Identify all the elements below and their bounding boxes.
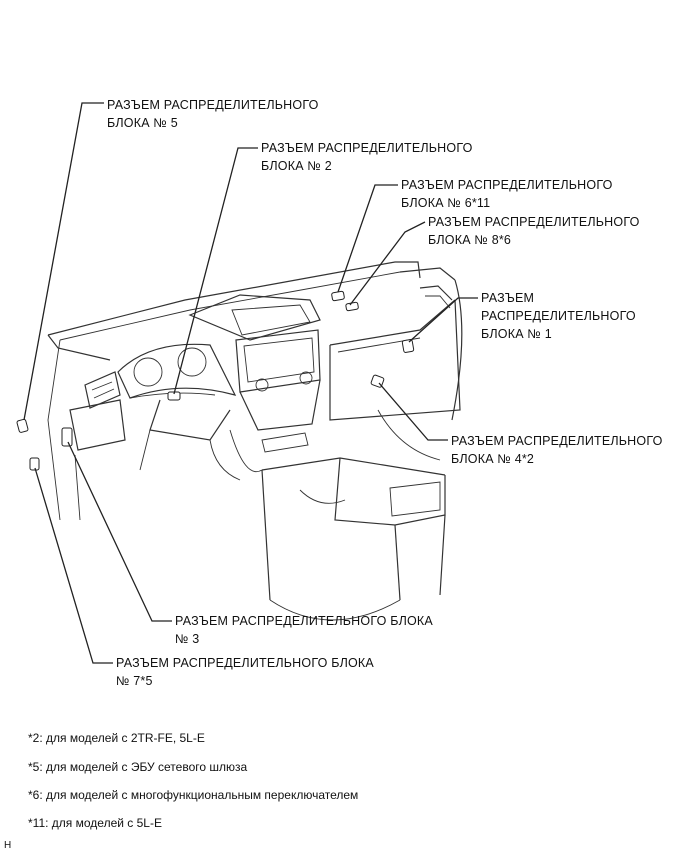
label-connector-2: РАЗЪЕМ РАСПРЕДЕЛИТЕЛЬНОГО БЛОКА № 2 <box>261 141 473 173</box>
leader-line-8 <box>349 221 426 306</box>
connector-7-marker <box>29 457 40 471</box>
label-connector-5: РАЗЪЕМ РАСПРЕДЕЛИТЕЛЬНОГО БЛОКА № 5 <box>107 98 319 130</box>
leader-line-1 <box>408 297 478 343</box>
figure-id: H <box>4 840 12 851</box>
label-connector-8: РАЗЪЕМ РАСПРЕДЕЛИТЕЛЬНОГО БЛОКА № 8*6 <box>428 215 640 247</box>
label-connector-4: РАЗЪЕМ РАСПРЕДЕЛИТЕЛЬНОГО БЛОКА № 4*2 <box>451 434 663 466</box>
leader-line-4 <box>378 382 448 441</box>
label-connector-3: РАЗЪЕМ РАСПРЕДЕЛИТЕЛЬНОГО БЛОКА № 3 <box>175 614 433 646</box>
connector-5-marker <box>16 418 29 433</box>
connector-3-marker <box>61 427 73 447</box>
leader-line-7 <box>34 467 113 664</box>
footnote-2: *2: для моделей с 2TR-FE, 5L-E <box>28 731 205 745</box>
leader-line-2 <box>173 147 258 395</box>
dashboard-drawing <box>47 261 463 621</box>
connector-4-marker <box>370 374 385 388</box>
label-connector-7: РАЗЪЕМ РАСПРЕДЕЛИТЕЛЬНОГО БЛОКА № 7*5 <box>116 656 374 688</box>
leader-line-6 <box>337 184 398 293</box>
leader-line-5 <box>23 102 104 421</box>
footnote-11: *11: для моделей с 5L-E <box>28 816 162 830</box>
connector-8-marker <box>345 301 359 312</box>
connector-markers <box>16 290 415 471</box>
leader-line-3 <box>67 441 172 622</box>
connector-6-marker <box>331 290 345 302</box>
footnote-5: *5: для моделей с ЭБУ сетевого шлюза <box>28 760 248 774</box>
label-connector-1: РАЗЪЕМ РАСПРЕДЕЛИТЕЛЬНОГО БЛОКА № 1 <box>481 291 636 341</box>
connector-1-marker <box>401 339 415 353</box>
footnote-6: *6: для моделей с многофункциональным пе… <box>28 788 359 802</box>
leader-lines <box>23 102 478 664</box>
label-connector-6: РАЗЪЕМ РАСПРЕДЕЛИТЕЛЬНОГО БЛОКА № 6*11 <box>401 178 613 210</box>
